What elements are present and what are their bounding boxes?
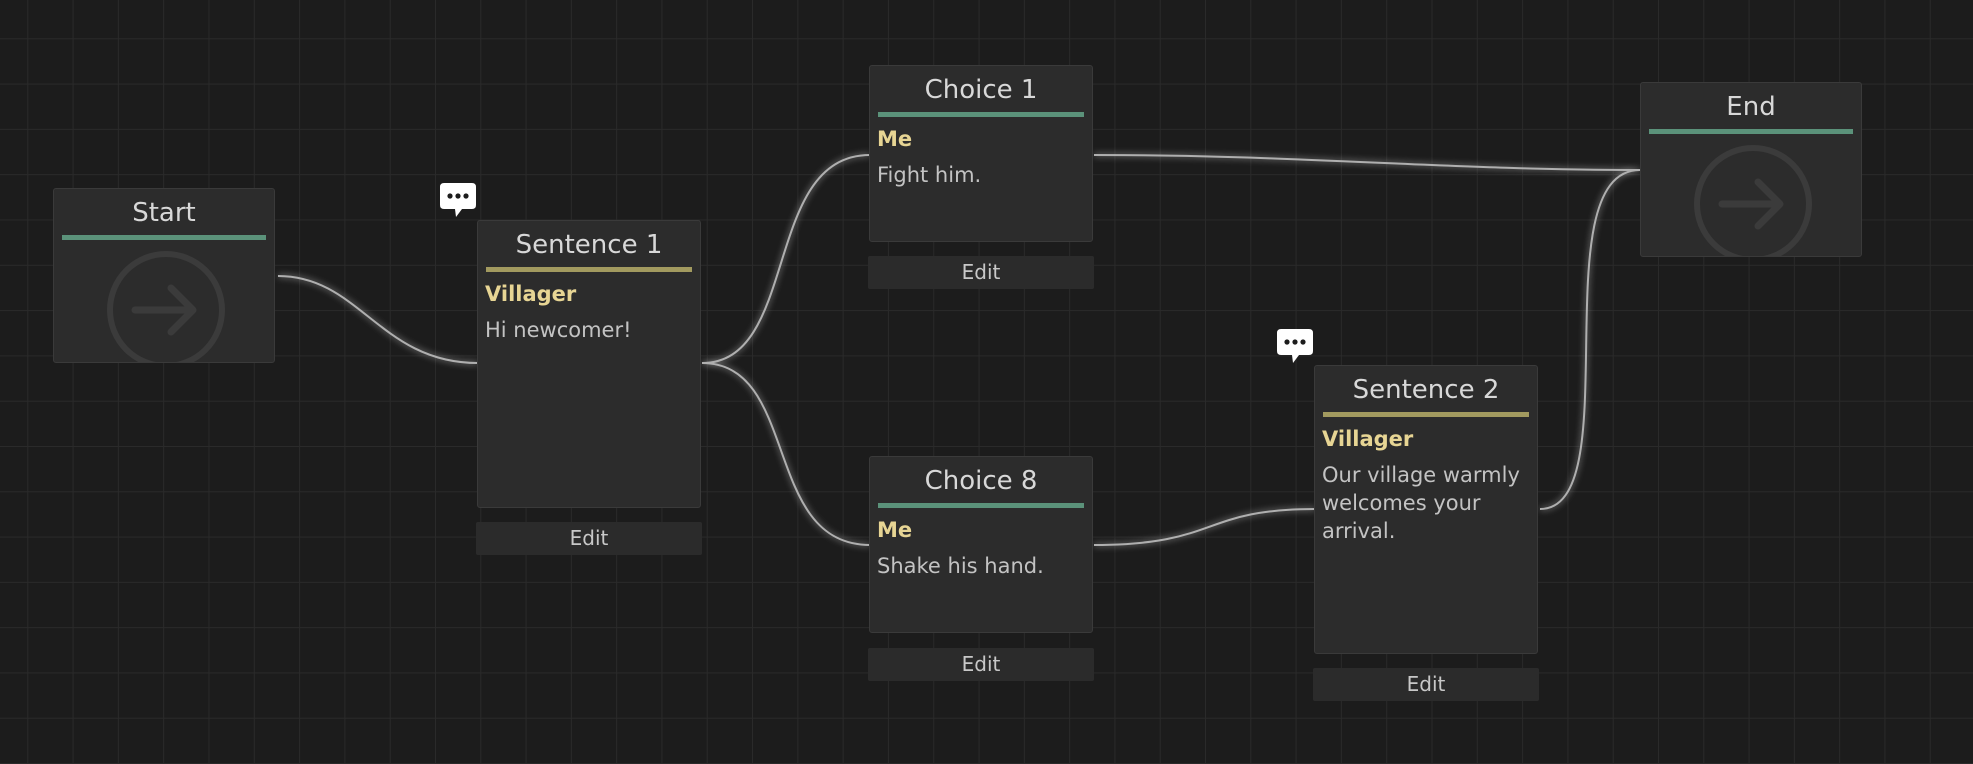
link-sentence2-end[interactable] <box>1539 169 1641 510</box>
start-node[interactable]: Start <box>53 188 275 363</box>
sentence-node-1-speaker: Villager <box>485 282 577 306</box>
choice-node-1-text: Fight him. <box>877 163 982 187</box>
speech-bubble-icon[interactable] <box>438 180 478 220</box>
sentence-node-1-divider <box>486 267 692 272</box>
choice-node-8[interactable]: Choice 8 Me Shake his hand. <box>869 456 1093 633</box>
sentence-node-1-text: Hi newcomer! <box>485 318 632 342</box>
choice-node-1-title: Choice 1 <box>924 75 1038 105</box>
sentence-node-2-divider <box>1323 412 1529 417</box>
choice-node-8-speaker: Me <box>877 518 913 542</box>
start-node-title: Start <box>132 198 196 228</box>
sentence-node-2[interactable]: Sentence 2 Villager Our village warmly w… <box>1314 365 1538 654</box>
sentence-node-1-edit-button[interactable]: Edit <box>476 522 702 555</box>
arrow-right-circle-icon <box>107 251 225 362</box>
choice-node-8-title: Choice 8 <box>924 466 1038 496</box>
sentence-node-2-speaker: Villager <box>1322 427 1414 451</box>
end-node[interactable]: End <box>1640 82 1862 257</box>
link-start-sentence1[interactable] <box>277 275 479 364</box>
choice-node-8-edit-button[interactable]: Edit <box>868 648 1094 681</box>
choice-node-1[interactable]: Choice 1 Me Fight him. <box>869 65 1093 242</box>
choice-node-8-divider <box>878 503 1084 508</box>
choice-node-1-speaker: Me <box>877 127 913 151</box>
sentence-node-1-title: Sentence 1 <box>515 230 663 260</box>
arrow-right-circle-icon <box>1694 145 1812 256</box>
choice-node-8-text: Shake his hand. <box>877 554 1044 578</box>
choice-node-1-edit-button[interactable]: Edit <box>868 256 1094 289</box>
sentence-node-2-title: Sentence 2 <box>1352 375 1500 405</box>
link-choice1-end[interactable] <box>1093 154 1641 171</box>
start-node-divider <box>62 235 266 240</box>
sentence-node-2-text: Our village warmly welcomes your arrival… <box>1322 463 1520 543</box>
end-node-divider <box>1649 129 1853 134</box>
sentence-node-1[interactable]: Sentence 1 Villager Hi newcomer! <box>477 220 701 508</box>
link-sentence1-choice1[interactable] <box>701 154 871 364</box>
link-sentence1-choice8[interactable] <box>701 362 871 546</box>
choice-node-1-divider <box>878 112 1084 117</box>
link-choice8-sentence2[interactable] <box>1093 508 1317 546</box>
end-node-title: End <box>1726 92 1776 122</box>
sentence-node-2-edit-button[interactable]: Edit <box>1313 668 1539 701</box>
speech-bubble-icon[interactable] <box>1275 326 1315 366</box>
